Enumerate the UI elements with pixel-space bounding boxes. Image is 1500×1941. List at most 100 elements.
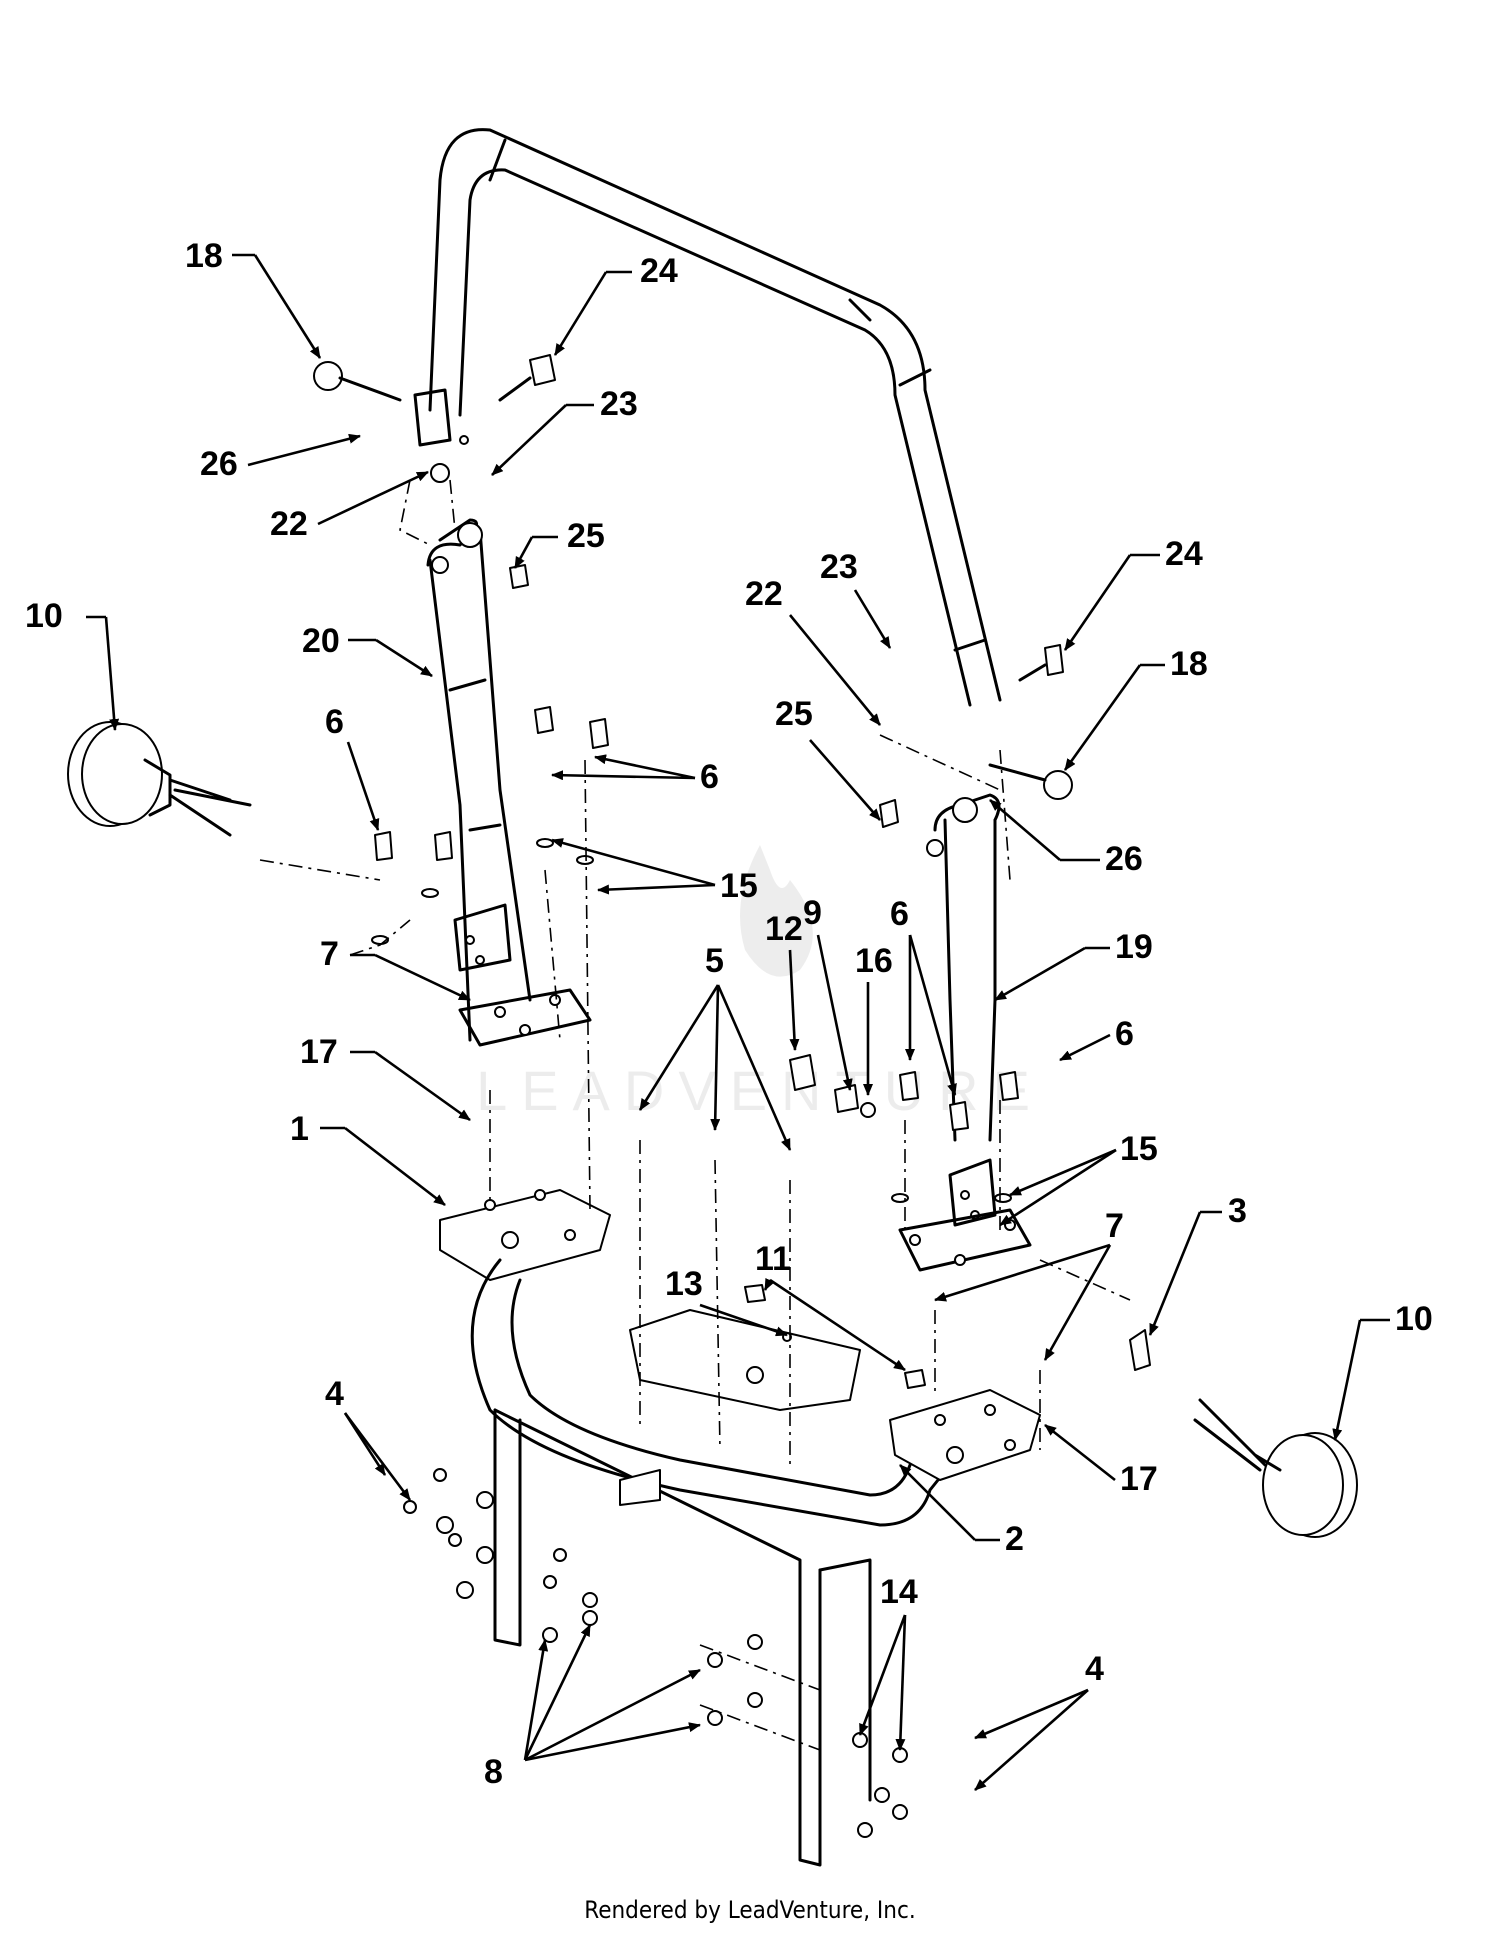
callout-6: 6 — [325, 703, 344, 741]
leader-line — [253, 254, 322, 359]
leader-line — [769, 1278, 906, 1372]
leader-line — [523, 1624, 592, 1761]
callout-22: 22 — [270, 505, 308, 543]
leader-line — [375, 638, 433, 678]
leader-line — [858, 1614, 907, 1736]
callout-19: 19 — [1115, 928, 1153, 966]
callout-leaders — [86, 253, 1390, 1791]
callout-6: 6 — [700, 758, 719, 796]
callout-26: 26 — [200, 445, 238, 483]
callout-18: 18 — [185, 237, 223, 275]
leader-line — [934, 1243, 1111, 1302]
callout-5: 5 — [705, 942, 724, 980]
callout-4: 4 — [1085, 1650, 1104, 1688]
callout-15: 15 — [720, 867, 758, 905]
leader-line — [1063, 664, 1142, 771]
leader-line — [344, 1126, 446, 1207]
leader-line — [524, 1722, 701, 1762]
leader-line — [374, 1050, 471, 1122]
callout-12: 12 — [765, 910, 803, 948]
leader-line — [524, 1668, 701, 1762]
leader-line — [853, 589, 892, 649]
leader-line — [788, 614, 882, 726]
callout-1: 1 — [290, 1110, 309, 1148]
callout-10: 10 — [1395, 1300, 1433, 1338]
callout-14: 14 — [880, 1573, 918, 1611]
leader-line — [1009, 1148, 1117, 1197]
watermark-text: LEADVENTURE — [476, 1059, 1044, 1122]
roll-bar-hoop — [413, 128, 1002, 707]
callout-23: 23 — [600, 385, 638, 423]
callout-9: 9 — [803, 894, 822, 932]
leader-line — [1043, 1244, 1112, 1361]
callout-25: 25 — [567, 517, 605, 555]
leader-line — [491, 404, 567, 476]
leader-line — [908, 934, 957, 1096]
leader-line — [374, 953, 471, 1002]
callout-7: 7 — [1105, 1207, 1124, 1245]
leader-line — [788, 949, 800, 1051]
callout-17: 17 — [300, 1033, 338, 1071]
alignment-lines — [259, 479, 1131, 1751]
callout-13: 13 — [665, 1265, 703, 1303]
leader-line — [346, 741, 380, 831]
callout-7: 7 — [320, 935, 339, 973]
leader-line — [1044, 1423, 1116, 1482]
watermark: LEADVENTURE — [476, 845, 1044, 1122]
leader-line — [816, 934, 853, 1091]
base-frame — [493, 1408, 872, 1867]
leader-line — [763, 1277, 775, 1291]
leader-line — [104, 616, 120, 731]
callout-22: 22 — [745, 575, 783, 613]
leader-line — [899, 1464, 976, 1541]
callout-15: 15 — [1120, 1130, 1158, 1168]
callout-16: 16 — [855, 942, 893, 980]
hardware — [313, 354, 1073, 1838]
leader-line — [523, 1639, 549, 1761]
leader-line — [710, 984, 721, 1131]
leader-line — [343, 1412, 412, 1501]
left-upright — [426, 518, 592, 1047]
leader-line — [638, 984, 720, 1111]
leader-line — [551, 838, 716, 887]
leader-line — [989, 799, 1061, 861]
callout-25: 25 — [775, 695, 813, 733]
callout-24: 24 — [640, 252, 678, 290]
leader-line — [974, 1688, 1089, 1740]
leader-line — [551, 770, 696, 781]
leader-line — [895, 1614, 907, 1751]
callout-26: 26 — [1105, 840, 1143, 878]
callout-24: 24 — [1165, 535, 1203, 573]
callout-20: 20 — [302, 622, 340, 660]
right-work-light — [1129, 1329, 1358, 1538]
leader-line — [699, 1303, 788, 1337]
leader-line — [1059, 1033, 1111, 1062]
left-work-light — [67, 721, 252, 837]
leader-line — [999, 1148, 1117, 1227]
leader-line — [317, 470, 429, 526]
leader-line — [1063, 554, 1132, 651]
leader-line — [809, 739, 881, 821]
leader-line — [553, 271, 608, 356]
callout-11: 11 — [755, 1240, 791, 1278]
callout-17: 17 — [1120, 1460, 1158, 1498]
leader-line — [994, 946, 1086, 1002]
footer-credit: Rendered by LeadVenture, Inc. — [584, 1896, 916, 1924]
leader-line — [594, 754, 696, 780]
left-mount-plate — [439, 1189, 611, 1281]
cross-tube-bracket — [470, 1258, 1041, 1527]
callout-4: 4 — [325, 1375, 344, 1413]
callout-6: 6 — [1115, 1015, 1134, 1053]
callout-10: 10 — [25, 597, 63, 635]
callout-23: 23 — [820, 548, 858, 586]
callout-2: 2 — [1005, 1520, 1024, 1558]
callout-18: 18 — [1170, 645, 1208, 683]
leader-line — [247, 433, 361, 467]
callout-6: 6 — [890, 895, 909, 933]
callout-3: 3 — [1228, 1192, 1247, 1230]
leader-line — [1148, 1211, 1202, 1336]
leader-line — [513, 536, 534, 569]
leader-line — [597, 883, 716, 895]
